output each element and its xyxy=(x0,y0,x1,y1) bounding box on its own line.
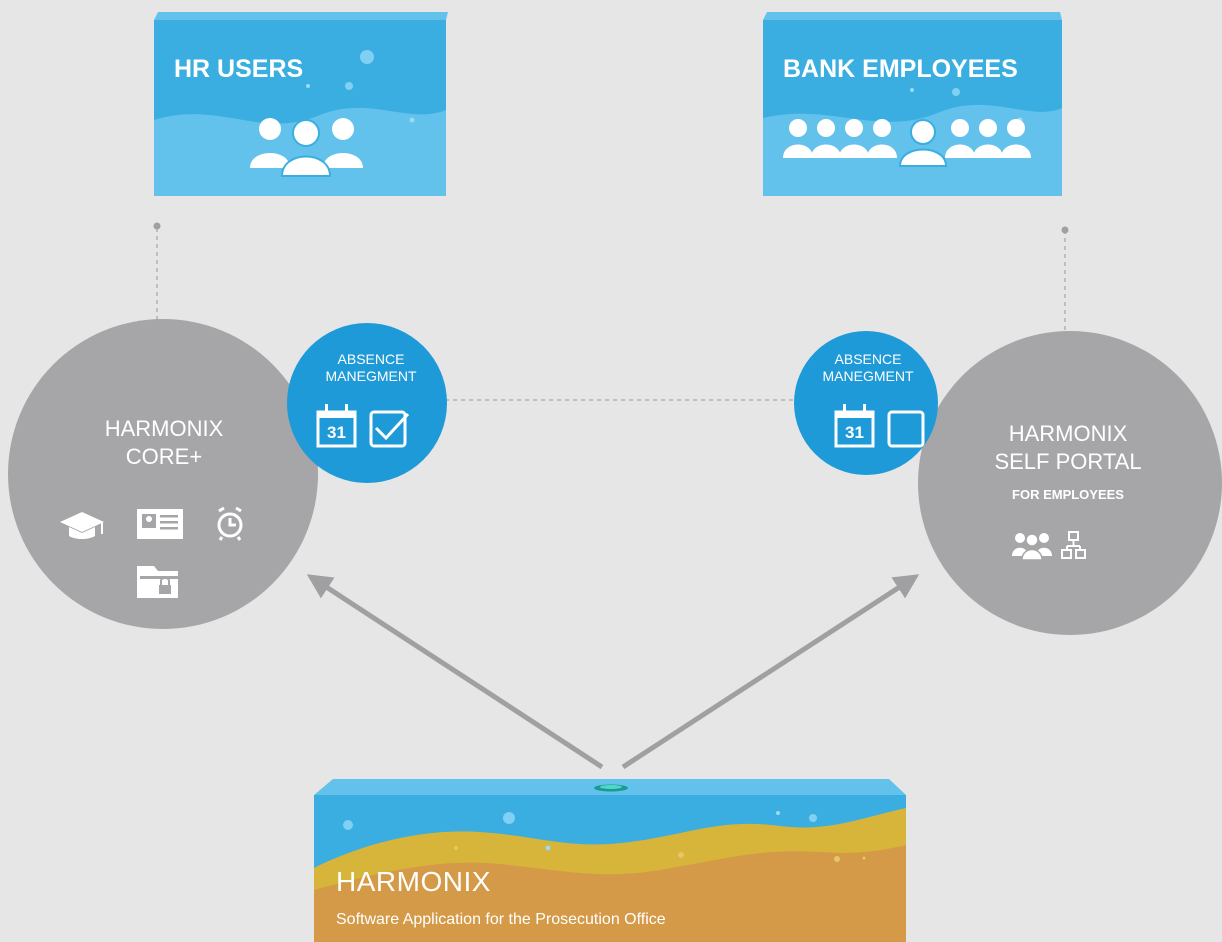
id-card-icon xyxy=(137,509,183,539)
absence-right-title: ABSENCE MANEGMENT xyxy=(803,351,933,385)
calendar-day-left: 31 xyxy=(327,423,346,442)
absence-badge-right xyxy=(794,331,938,475)
core-circle xyxy=(8,319,318,629)
harmonix-main-title: HARMONIX xyxy=(336,866,491,897)
empty-box-icon xyxy=(887,410,925,448)
connector-dot-right xyxy=(1061,226,1069,234)
absence-left-line2: MANEGMENT xyxy=(325,368,417,384)
bank-employees-box xyxy=(763,12,1062,196)
calendar-icon xyxy=(316,404,357,448)
core-title-line1: HARMONIX xyxy=(104,416,224,441)
alarm-clock-icon xyxy=(217,506,243,541)
bank-employees-title: BANK EMPLOYEES xyxy=(783,55,1018,83)
absence-right-line1: ABSENCE xyxy=(834,351,902,367)
self-portal-circle xyxy=(918,331,1222,635)
absence-left-title: ABSENCE MANEGMENT xyxy=(306,351,436,385)
connector-lines xyxy=(156,228,1066,401)
calendar-icon xyxy=(834,404,875,448)
self-portal-subtitle: FOR EMPLOYEES xyxy=(1012,487,1124,502)
self-title-line2: SELF PORTAL xyxy=(994,449,1142,474)
checked-box-icon xyxy=(369,410,410,448)
hr-users-box xyxy=(154,12,448,196)
group-icon xyxy=(1012,533,1052,561)
arrows xyxy=(306,574,920,770)
locked-folder-icon xyxy=(137,566,178,598)
self-title-line1: HARMONIX xyxy=(1008,421,1128,446)
core-title: HARMONIX CORE+ xyxy=(64,415,264,471)
absence-left-line1: ABSENCE xyxy=(337,351,405,367)
org-chart-icon xyxy=(1061,531,1086,559)
harmonix-main-subtitle: Software Application for the Prosecution… xyxy=(336,911,666,928)
connector-dot-left xyxy=(153,222,161,230)
hr-users-title: HR USERS xyxy=(174,55,304,83)
bank-people-icon xyxy=(783,119,1031,167)
self-portal-title: HARMONIX SELF PORTAL xyxy=(968,420,1168,476)
graduation-cap-icon xyxy=(60,512,104,539)
hr-people-icon xyxy=(250,118,363,177)
calendar-day-right: 31 xyxy=(845,423,864,442)
harmonix-main-box xyxy=(314,779,906,942)
core-title-line2: CORE+ xyxy=(125,444,203,469)
absence-right-line2: MANEGMENT xyxy=(822,368,914,384)
absence-badge-left xyxy=(287,323,447,483)
